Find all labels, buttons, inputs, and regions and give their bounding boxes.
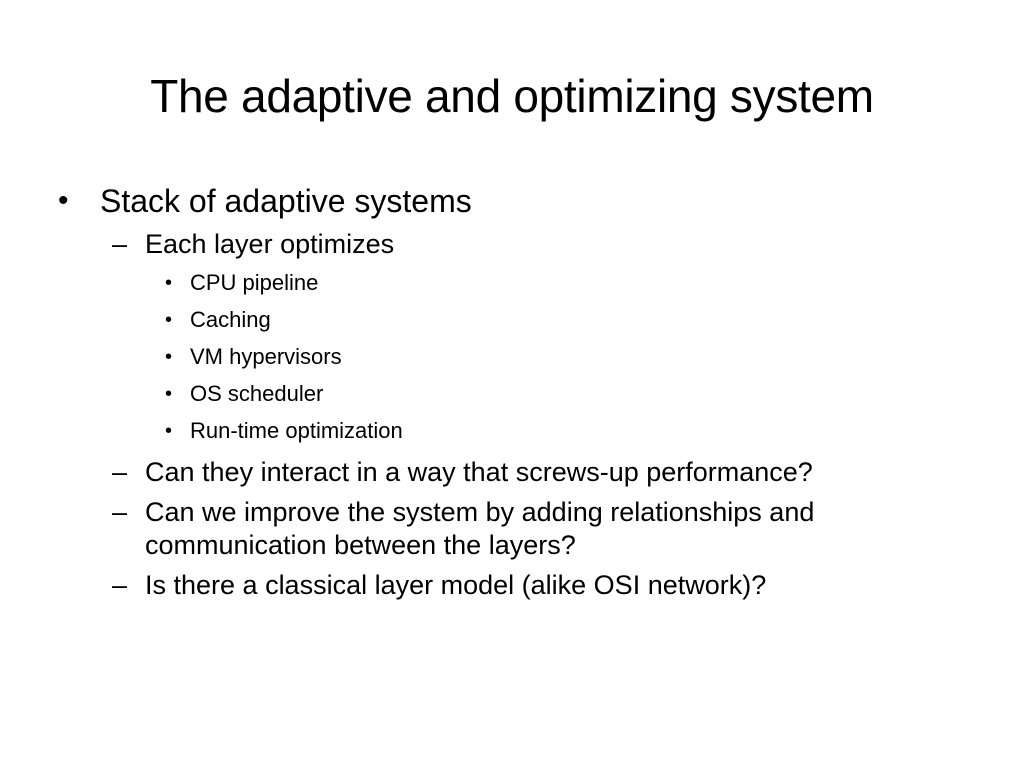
bullet-level1: • Stack of adaptive systems (58, 180, 958, 222)
slide-content: • Stack of adaptive systems – Each layer… (58, 180, 958, 602)
dash-marker: – (112, 457, 128, 487)
bullet-text: Stack of adaptive systems (100, 183, 472, 219)
bullet-marker: • (165, 346, 173, 368)
bullet-level3: • CPU pipeline (58, 268, 958, 298)
bullet-marker: • (165, 383, 173, 405)
bullet-text: Is there a classical layer model (alike … (145, 570, 767, 600)
bullet-marker: • (165, 309, 173, 331)
dash-marker: – (112, 570, 128, 600)
bullet-marker: • (58, 184, 69, 217)
dash-marker: – (112, 497, 128, 527)
dash-marker: – (112, 229, 128, 259)
bullet-level2: – Can we improve the system by adding re… (58, 496, 958, 562)
bullet-level3: • OS scheduler (58, 379, 958, 409)
bullet-level2: – Is there a classical layer model (alik… (58, 569, 958, 602)
bullet-level2: – Can they interact in a way that screws… (58, 456, 958, 489)
bullet-text: OS scheduler (190, 381, 324, 406)
slide-title: The adaptive and optimizing system (150, 70, 874, 122)
bullet-text: Run-time optimization (190, 418, 403, 443)
bullet-text: Caching (190, 307, 271, 332)
bullet-marker: • (165, 272, 173, 294)
bullet-text: Each layer optimizes (145, 229, 395, 259)
bullet-level3: • Caching (58, 305, 958, 335)
bullet-marker: • (165, 420, 173, 442)
bullet-text: Can they interact in a way that screws-u… (145, 457, 813, 487)
bullet-text: VM hypervisors (190, 344, 342, 369)
bullet-level3: • Run-time optimization (58, 416, 958, 446)
bullet-text: CPU pipeline (190, 270, 319, 295)
bullet-text: Can we improve the system by adding rela… (145, 497, 815, 560)
bullet-level3: • VM hypervisors (58, 342, 958, 372)
bullet-level2: – Each layer optimizes (58, 228, 958, 261)
